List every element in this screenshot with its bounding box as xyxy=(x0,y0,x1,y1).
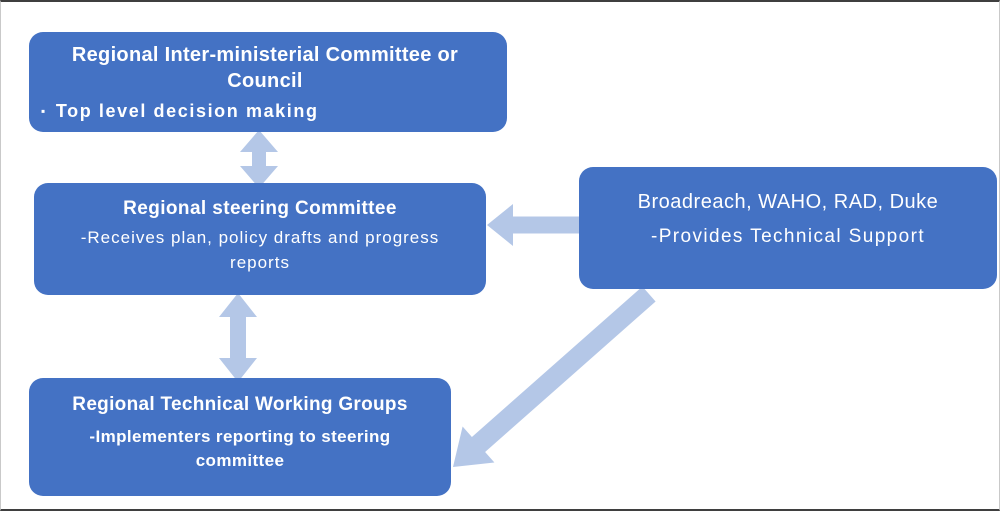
working-groups-subtitle: -Implementers reporting to steering comm… xyxy=(89,427,391,470)
box-regional-technical-working-groups: Regional Technical Working Groups -Imple… xyxy=(29,378,451,496)
bidirectional-arrow-steering-working-groups-icon xyxy=(219,293,257,382)
arrow-partners-to-steering-icon xyxy=(487,204,583,246)
inter-ministerial-bullet-text: Top level decision making xyxy=(55,101,319,121)
box-technical-support-partners: Broadreach, WAHO, RAD, Duke -Provides Te… xyxy=(579,167,997,289)
partners-title: Broadreach, WAHO, RAD, Duke xyxy=(637,191,939,213)
inter-ministerial-title: Regional Inter-ministerial Committee or … xyxy=(71,44,459,92)
steering-subtitle: -Receives plan, policy drafts and progre… xyxy=(80,228,440,272)
box-inter-ministerial-committee: Regional Inter-ministerial Committee or … xyxy=(29,32,507,132)
bidirectional-arrow-inter-ministerial-steering-icon xyxy=(240,130,278,188)
arrow-partners-to-working-groups-icon xyxy=(453,286,656,467)
box-regional-steering-committee: Regional steering Committee -Receives pl… xyxy=(34,183,486,295)
steering-title: Regional steering Committee xyxy=(123,198,397,219)
working-groups-title: Regional Technical Working Groups xyxy=(72,394,408,415)
inter-ministerial-bullet-row: ▪ Top level decision making xyxy=(41,101,489,122)
partners-subtitle: -Provides Technical Support xyxy=(650,226,926,247)
bullet-icon: ▪ xyxy=(41,104,47,118)
